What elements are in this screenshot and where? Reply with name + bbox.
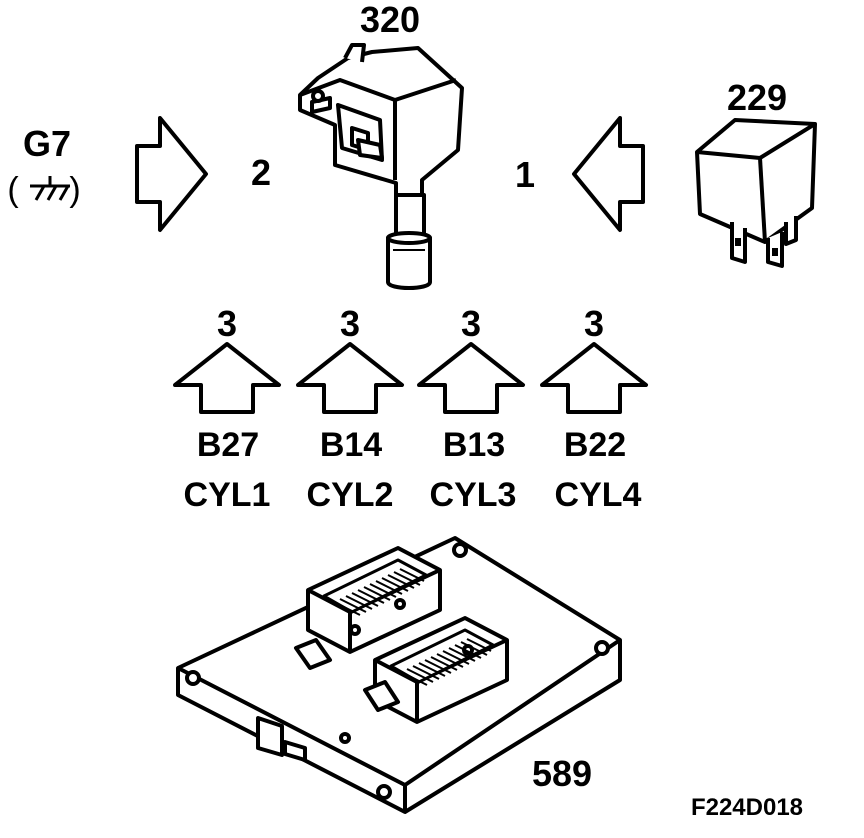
relay-number: 229 xyxy=(726,77,788,118)
output-pin-4: 3 xyxy=(583,303,605,344)
pin-left: 2 xyxy=(250,152,272,193)
output-code-2: B14 xyxy=(319,426,383,464)
ground-paren-open: ( xyxy=(7,171,19,209)
output-pin-2: 3 xyxy=(339,303,361,344)
arrow-up-cyl3 xyxy=(417,342,525,414)
ecu-icon xyxy=(176,536,622,814)
cylinder-label-4: CYL4 xyxy=(554,476,642,514)
arrow-up-cyl1 xyxy=(173,342,281,414)
pin-right: 1 xyxy=(514,154,536,195)
connector-pins xyxy=(333,568,492,686)
output-code-3: B13 xyxy=(442,426,506,464)
cylinder-label-3: CYL3 xyxy=(429,476,517,514)
output-code-1: B27 xyxy=(196,426,260,464)
cylinder-label-1: CYL1 xyxy=(183,476,271,514)
coil-number: 320 xyxy=(359,0,421,40)
ecu-number: 589 xyxy=(531,753,593,794)
output-code-4: B22 xyxy=(563,426,627,464)
figure-id: F224D018 xyxy=(690,794,804,821)
relay-icon xyxy=(695,118,817,268)
ground-code: G7 xyxy=(22,123,72,164)
arrow-right-from-ground xyxy=(135,116,208,232)
arrow-left-from-relay xyxy=(572,116,645,232)
ground-paren-close: ) xyxy=(69,171,81,209)
cylinder-label-2: CYL2 xyxy=(306,476,394,514)
arrow-up-cyl2 xyxy=(296,342,404,414)
ground-icon xyxy=(30,176,70,201)
output-pin-1: 3 xyxy=(216,303,238,344)
arrow-up-cyl4 xyxy=(540,342,648,414)
output-pin-3: 3 xyxy=(460,303,482,344)
ignition-coil-icon xyxy=(298,43,464,290)
